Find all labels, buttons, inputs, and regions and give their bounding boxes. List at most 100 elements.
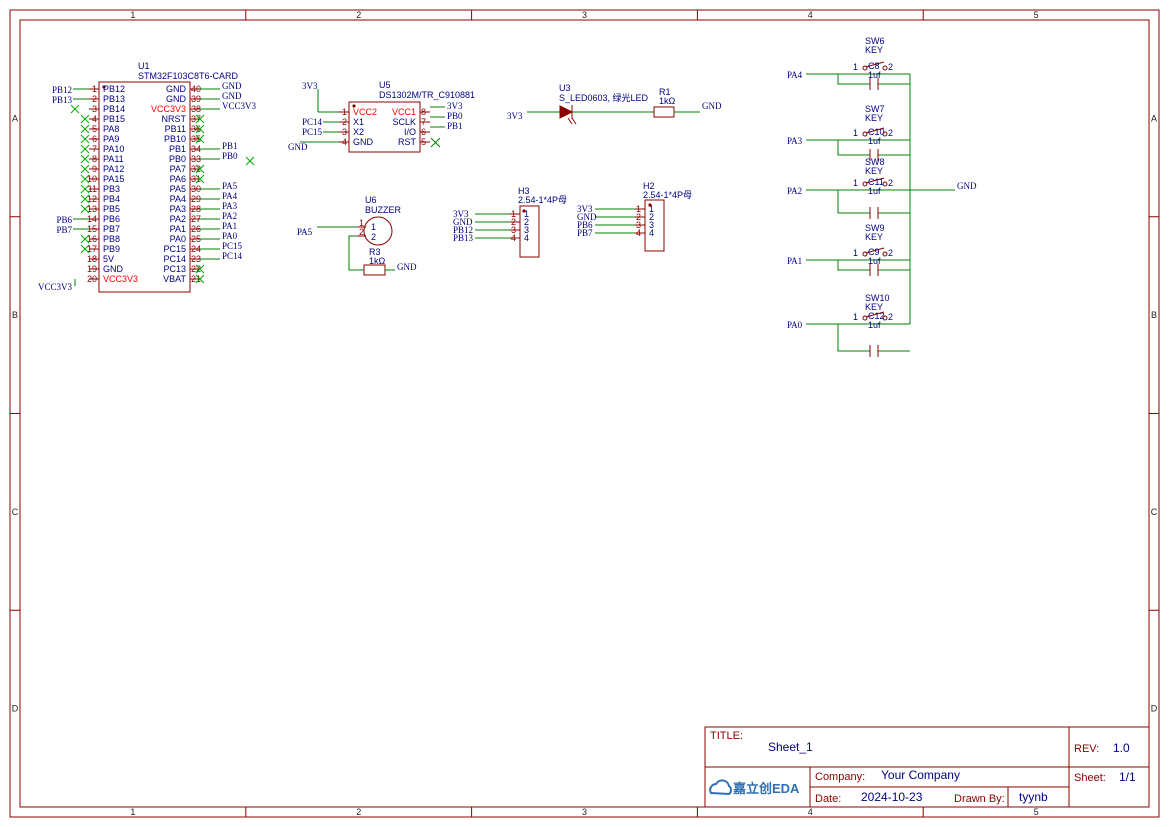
switch-lever-icon xyxy=(865,127,885,134)
r1-ref: R1 xyxy=(659,87,671,97)
u3-led[interactable]: U3 S_LED0603, 绿光LED 3V3 xyxy=(507,83,654,125)
u5-pin-number: 7 xyxy=(421,117,426,127)
no-connect-mark xyxy=(80,114,90,124)
u1-pin-name: PA5 xyxy=(170,184,186,194)
u1-pin-number: 2 xyxy=(92,94,97,104)
zone-column-top: 4 xyxy=(808,10,813,20)
no-connect-mark xyxy=(195,114,205,124)
u1-ref: U1 xyxy=(138,61,150,71)
tb-rev-label: REV: xyxy=(1074,743,1099,755)
key-net-label: PA3 xyxy=(787,136,803,146)
u1-pin-number: 1 xyxy=(92,84,97,94)
no-connect-mark xyxy=(195,134,205,144)
tb-drawn-label: Drawn By: xyxy=(954,793,1005,805)
no-connect-mark xyxy=(195,174,205,184)
no-connect-mark xyxy=(195,164,205,174)
zone-column-top: 1 xyxy=(130,10,135,20)
key-pin1-num: 1 xyxy=(853,62,858,72)
key-cap-value: 1uf xyxy=(868,256,881,266)
u1-pin-name: PB7 xyxy=(103,224,120,234)
u5-body xyxy=(348,101,421,153)
r1-resistor[interactable]: R1 1kΩ GND xyxy=(653,87,722,118)
u1-pin-name: VCC3V3 xyxy=(151,104,186,114)
key-pin1-num: 1 xyxy=(853,178,858,188)
key-cap-value: 1uf xyxy=(868,320,881,330)
u6-buzzer[interactable]: U6 BUZZER 1 2 1 2 PA5 xyxy=(297,195,402,271)
no-connect-mark xyxy=(80,204,90,214)
key-cap-value: 1uf xyxy=(868,136,881,146)
u1-pin-number: 6 xyxy=(92,134,97,144)
u1-pin-number: 36 xyxy=(191,124,201,134)
u5-pin-name: X1 xyxy=(353,117,364,127)
h3-pin-name: 2 xyxy=(524,217,529,227)
u1-pin-name: PA10 xyxy=(103,144,124,154)
u5-ref: U5 xyxy=(379,80,391,90)
key-pin2-num: 2 xyxy=(888,248,893,258)
u3-net-left: 3V3 xyxy=(507,111,523,121)
u1-pin-name: VBAT xyxy=(163,274,186,284)
u1-pin-number: 9 xyxy=(92,164,97,174)
u3-value: S_LED0603, 绿光LED xyxy=(559,92,649,103)
u1-pin-number: 12 xyxy=(87,194,97,204)
zone-row-right: C xyxy=(1151,507,1158,517)
tb-company-label: Company: xyxy=(815,771,865,783)
tb-company: Your Company xyxy=(881,768,960,782)
h2-body xyxy=(644,199,665,252)
tb-title: Sheet_1 xyxy=(768,740,813,754)
key-cap-ref: C10 xyxy=(868,127,885,137)
zone-column-bottom: 1 xyxy=(130,807,135,817)
sheet-inner-border xyxy=(19,19,1150,808)
u1-pin-number: 24 xyxy=(191,244,201,254)
key-pin2-num: 2 xyxy=(888,178,893,188)
u1-net-label: PC15 xyxy=(222,241,243,251)
key-cap-value: 1uf xyxy=(868,70,881,80)
h3-value: 2.54-1*4P母 xyxy=(518,195,567,205)
u1-pin-number: 32 xyxy=(191,164,201,174)
zone-column-top: 5 xyxy=(1034,10,1039,20)
zone-column-top: 3 xyxy=(582,10,587,20)
switch-lever-icon xyxy=(865,247,885,254)
u1-pin-number: 10 xyxy=(87,174,97,184)
u1-pin-name: NRST xyxy=(162,114,187,124)
u6-inner-1: 1 xyxy=(371,222,376,232)
h3-pin-name: 3 xyxy=(524,225,529,235)
h3-pin-number: 1 xyxy=(511,209,516,219)
u1-pin-name: PA1 xyxy=(170,224,186,234)
key-gnd-net: GND xyxy=(957,181,977,191)
zone-row-left: B xyxy=(12,310,18,320)
h3-pin-name: 1 xyxy=(524,209,529,219)
no-connect-mark xyxy=(80,234,90,244)
no-connect-mark xyxy=(80,124,90,134)
u1-pin-name: PA15 xyxy=(103,174,124,184)
u1-pin-number: 3 xyxy=(92,104,97,114)
h2-pin-number: 2 xyxy=(636,212,641,222)
zone-row-left: D xyxy=(12,704,19,714)
title-block: TITLE: Sheet_1 REV: 1.0 Company: Your Co… xyxy=(704,726,1150,808)
key-switch-ref: SW9 xyxy=(865,223,885,233)
key-pin2-num: 2 xyxy=(888,128,893,138)
u1-pin-name: PB11 xyxy=(165,124,186,134)
zone-row-right: D xyxy=(1151,704,1158,714)
key-net-label: PA4 xyxy=(787,70,803,80)
u1-pin-name: PA9 xyxy=(103,134,119,144)
key-pin1-num: 1 xyxy=(853,248,858,258)
u1-pin-number: 33 xyxy=(191,154,201,164)
u1-pin-number: 15 xyxy=(87,224,97,234)
u1-pin-number: 31 xyxy=(191,174,201,184)
no-connect-mark xyxy=(80,134,90,144)
u1-net-label: PC14 xyxy=(222,251,243,261)
tb-date-label: Date: xyxy=(815,793,841,805)
key-cap-ref: C9 xyxy=(868,247,880,257)
r3-resistor[interactable]: R3 1kΩ GND xyxy=(363,247,417,276)
